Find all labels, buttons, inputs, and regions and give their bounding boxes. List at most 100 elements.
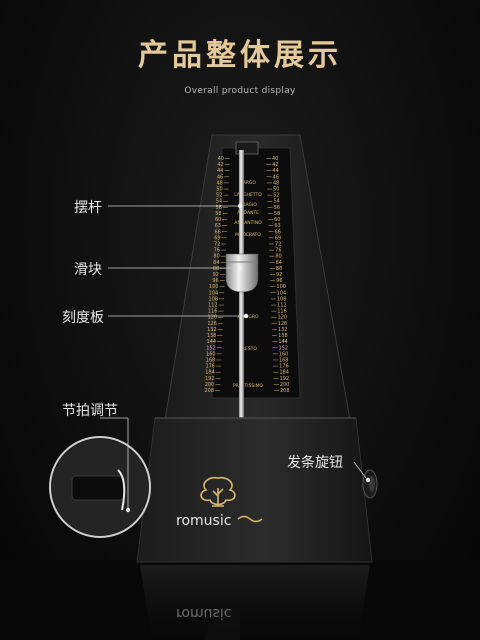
brand-name-reflection: romusic — [176, 605, 231, 621]
scale-number-right: 144 — [278, 339, 288, 345]
tempo-term: MODERATO — [235, 232, 261, 238]
scale-number-left: 42 — [217, 162, 223, 168]
scale-number-right: 126 — [278, 321, 288, 327]
scale-number-left: 69 — [214, 235, 220, 241]
scale-number-left: 108 — [208, 296, 218, 302]
callout-scale: 刻度板 — [62, 310, 104, 326]
callout-pendulum: 摆杆 — [74, 200, 102, 216]
tempo-term: LARGO — [240, 180, 256, 186]
scale-number-right: 44 — [272, 168, 278, 174]
slider-weight — [225, 253, 259, 293]
scale-number-right: 176 — [279, 364, 289, 370]
scale-number-left: 72 — [214, 241, 220, 247]
tempo-term: ANDANTINO — [234, 220, 262, 226]
scale-number-right: 92 — [276, 272, 282, 278]
scale-number-left: 208 — [204, 388, 214, 394]
scale-number-right: 60 — [274, 217, 280, 223]
scale-number-left: 96 — [212, 278, 218, 284]
scale-number-left: 48 — [217, 180, 223, 186]
scale-number-left: 63 — [215, 223, 221, 229]
scale-number-right: 112 — [277, 303, 287, 309]
tempo-term: LARGHETTO — [234, 192, 262, 198]
scale-number-left: 66 — [214, 229, 220, 235]
scale-number-right: 160 — [279, 351, 289, 357]
scale-number-left: 40 — [218, 156, 224, 162]
tempo-term: ADAGIO — [239, 202, 257, 208]
scale-number-left: 112 — [208, 303, 218, 309]
scale-number-right: 56 — [274, 205, 280, 211]
scale-number-left: 60 — [215, 217, 221, 223]
scale-number-right: 116 — [277, 309, 287, 315]
scale-number-left: 92 — [213, 272, 219, 278]
scale-number-right: 50 — [273, 187, 279, 193]
scale-number-right: 54 — [273, 199, 279, 205]
beat-adjust-lever — [117, 469, 126, 511]
scale-number-right: 100 — [276, 284, 286, 290]
scale-number-right: 152 — [279, 345, 289, 351]
scale-numbers-left: 4042444648505254565860636669727680848892… — [204, 156, 230, 394]
scale-number-right: 208 — [280, 388, 290, 394]
scale-number-left: 192 — [205, 376, 215, 382]
scale-number-left: 152 — [206, 345, 216, 351]
tempo-term: PRESTO — [239, 346, 257, 352]
scale-number-left: 160 — [206, 351, 216, 357]
scale-number-left: 88 — [213, 266, 219, 272]
scale-number-right: 63 — [274, 223, 280, 229]
scale-number-right: 40 — [272, 156, 278, 162]
beat-adjust-slot — [71, 475, 125, 501]
metronome-base — [136, 417, 373, 563]
scale-number-left: 76 — [214, 248, 220, 254]
brand-name: romusic — [176, 513, 231, 529]
scale-number-left: 126 — [207, 321, 217, 327]
knob-callout-line — [353, 461, 367, 479]
callout-beat-adjust: 节拍调节 — [62, 403, 118, 419]
scale-number-right: 108 — [277, 296, 287, 302]
scale-number-left: 116 — [208, 309, 218, 315]
scale-number-left: 84 — [213, 260, 219, 266]
scale-number-right: 76 — [275, 248, 281, 254]
scale-number-right: 200 — [280, 382, 290, 388]
scale-number-left: 138 — [207, 333, 217, 339]
scale-number-right: 48 — [273, 180, 279, 186]
scale-number-left: 100 — [209, 284, 219, 290]
scale-number-right: 138 — [278, 333, 288, 339]
scale-number-left: 168 — [206, 357, 216, 363]
metronome-reflection — [140, 565, 370, 640]
scale-number-left: 58 — [215, 211, 221, 217]
scale-number-left: 44 — [217, 168, 223, 174]
scale-number-left: 54 — [216, 199, 222, 205]
scale-number-left: 184 — [205, 370, 215, 376]
scale-number-left: 144 — [207, 339, 217, 345]
callout-slider: 滑块 — [74, 262, 102, 278]
scale-number-right: 46 — [273, 174, 279, 180]
scale-number-left: 56 — [216, 205, 222, 211]
scale-number-right: 69 — [275, 235, 281, 241]
scale-number-right: 104 — [277, 290, 287, 296]
scale-number-right: 88 — [276, 266, 282, 272]
scale-number-left: 46 — [217, 174, 223, 180]
page-title: 产品整体展示 — [138, 38, 342, 73]
scale-numbers-right: 4042444648505254565860636669727680848892… — [266, 156, 290, 394]
scale-number-right: 120 — [277, 315, 287, 321]
scale-number-left: 50 — [216, 187, 222, 193]
scale-number-right: 52 — [273, 193, 279, 199]
scale-number-right: 84 — [276, 260, 282, 266]
scale-number-left: 80 — [213, 254, 219, 260]
scale-number-right: 72 — [275, 241, 281, 247]
scale-number-right: 42 — [272, 162, 278, 168]
brand-wave-icon — [237, 515, 263, 523]
callout-knob: 发条旋钮 — [287, 455, 343, 471]
scale-number-right: 80 — [275, 254, 281, 260]
tempo-term: ALLEGRO — [237, 314, 259, 320]
scale-number-left: 200 — [205, 382, 215, 388]
scale-number-left: 104 — [209, 290, 219, 296]
tempo-term: PRESTISSIMO — [233, 383, 264, 389]
tempo-terms: LARGOLARGHETTOADAGIOANDANTEANDANTINOMODE… — [233, 180, 264, 389]
scale-number-right: 132 — [278, 327, 288, 333]
scale-number-right: 58 — [274, 211, 280, 217]
scale-number-left: 132 — [207, 327, 217, 333]
page-subtitle: Overall product display — [184, 86, 296, 96]
scale-number-right: 66 — [275, 229, 281, 235]
